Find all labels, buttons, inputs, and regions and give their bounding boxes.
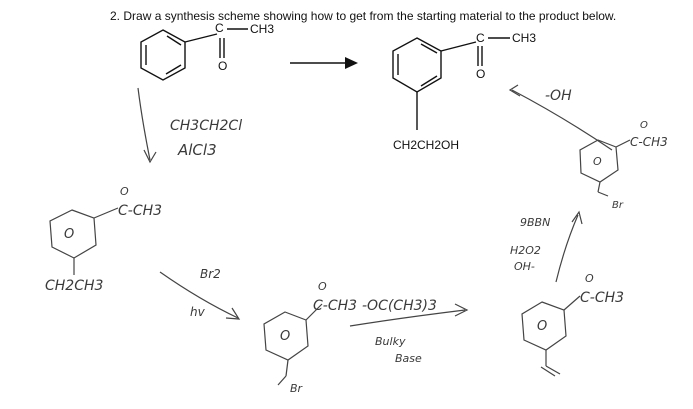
step1-arrow [137,87,157,164]
step3-note-bulky: Bulky [375,335,406,348]
question-line: 2. Draw a synthesis scheme showing how t… [110,9,616,23]
int3-ring-label: O [537,319,547,334]
step4-reagent-h2o2: H2O2 [510,244,541,257]
start-methyl: CH3 [250,22,274,36]
side-ring-label: O [593,155,602,168]
starting-material [140,28,248,81]
question-number: 2. [110,9,121,23]
product-ch2ch2oh: CH2CH2OH [393,138,459,152]
final-step-reagent: -OH [545,88,572,104]
product-oxygen: O [476,67,485,81]
step2-reagent-br2: Br2 [200,267,221,281]
question-text: Draw a synthesis scheme showing how to g… [123,9,617,23]
start-carbonyl-carbon: C [215,21,224,35]
step1-reagent-ethylchloride: CH3CH2Cl [170,118,242,134]
int2-bromo: Br [290,382,304,395]
product-methyl: CH3 [512,31,536,45]
start-oxygen: O [218,59,227,73]
int3-oxygen: O [585,272,594,285]
intermediate3 [521,295,581,377]
step3-arrow [349,303,469,327]
side-bromo: Br [612,200,624,211]
side-oxygen: O [640,120,648,131]
product-benzene-ring [392,37,442,93]
int1-ketone: C-CH3 [118,203,162,219]
int1-oxygen: O [120,185,129,198]
step3-note-base: Base [395,352,422,365]
step3-reagent: -OC(CH3)3 [362,298,437,314]
side-structure [579,139,631,197]
product-carbonyl-carbon: C [476,31,485,45]
start-benzene-ring [140,29,186,81]
int2-oxygen: O [318,280,327,293]
main-reaction-arrow [290,57,358,69]
final-step-arrow [508,84,613,151]
step4-reagent-oh: OH- [514,260,535,273]
side-ketone: C-CH3 [630,135,668,149]
step1-reagent-alcl3: AlCl3 [177,141,217,159]
int3-ketone: C-CH3 [580,290,624,306]
int2-ketone: C-CH3 [313,298,357,314]
product-molecule [392,37,510,130]
step4-reagent-9bbn: 9BBN [520,216,550,229]
step2-light: hv [190,305,206,319]
step4-arrow [555,210,583,283]
intermediate2 [263,303,323,386]
int1-ring-label: O [64,227,74,242]
int1-ethyl: CH2CH3 [45,278,103,294]
start-acyl-bond [184,33,218,43]
int2-ring-label: O [280,329,290,344]
intermediate1 [49,207,119,275]
step2-arrow [159,271,241,320]
